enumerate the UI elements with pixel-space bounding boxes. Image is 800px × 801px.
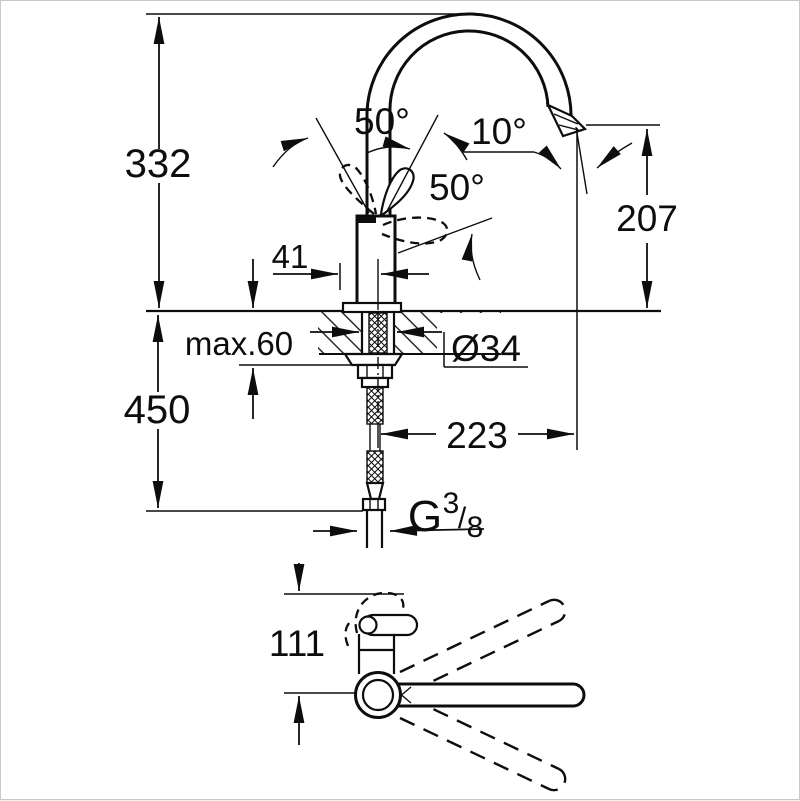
swivel-arrow-right (443, 132, 470, 161)
mounting-nut (356, 363, 394, 380)
hose-taper (365, 481, 385, 501)
dim-o34-label: Ø34 (451, 328, 521, 369)
dim-223-label: 223 (446, 415, 508, 456)
thread-numerator: 3 (443, 487, 460, 520)
spout-inner-arc (388, 29, 550, 216)
dim-lever-reach: 111 (269, 563, 404, 745)
hose-nut (361, 497, 387, 512)
label-clearing (437, 313, 531, 353)
dashed-spout-down-cap (548, 767, 567, 792)
angle-outlet: 10° (463, 111, 633, 195)
lever-arrow (461, 233, 481, 281)
lever-dashed-open (381, 216, 449, 245)
thread-denominator: 8 (467, 511, 484, 544)
dim-111-label: 111 (269, 623, 325, 664)
lever-dashed-left (338, 163, 378, 215)
angle-line-left (315, 117, 370, 214)
angle-50-right-label: 50° (429, 167, 485, 208)
outlet-arrow-right (596, 142, 633, 169)
angle-lever: 50° (397, 167, 493, 281)
lever-dashed-curl (344, 621, 351, 647)
dim-450-label: 450 (124, 388, 191, 432)
braided-hose-lower (366, 450, 384, 484)
dim-max60-label: max.60 (185, 325, 293, 362)
dim-hole-diameter: Ø34 (310, 326, 528, 369)
dim-deck-thickness: max.60 (185, 259, 351, 419)
dashed-spout-up-1 (399, 599, 550, 674)
horseshoe-washer (342, 352, 405, 367)
thread-letter: G (408, 492, 442, 541)
swivel-arrow-mid (366, 136, 411, 154)
lever-dashed-top-view (354, 591, 405, 634)
outlet-arrow-left (533, 145, 562, 170)
spout-top-view (378, 682, 586, 708)
lever-grip-curl (358, 615, 378, 635)
aerator-line-1 (553, 113, 579, 125)
spout-outlet (545, 102, 588, 138)
dashed-spout-down-2 (399, 716, 550, 791)
dashed-spout-down-1 (409, 696, 560, 771)
body-top-view (357, 634, 396, 674)
thread-annotation: G 3 / 8 (313, 487, 485, 544)
side-view: 332 450 max.60 41 Ø34 (124, 12, 678, 548)
nut-collar (360, 376, 390, 389)
dashed-spout-up-cap (548, 598, 567, 623)
braided-hose-upper (366, 386, 384, 425)
dim-41-label: 41 (272, 238, 309, 275)
dim-height-above: 332 (125, 13, 458, 308)
lever-angle-line (397, 217, 493, 254)
dim-spout-reach: 223 (381, 128, 578, 456)
dim-207-label: 207 (616, 198, 678, 239)
faucet-body (355, 214, 397, 306)
dashed-spout-up-2 (409, 619, 560, 694)
dim-332-label: 332 (125, 142, 192, 186)
base-flange (341, 301, 403, 314)
outlet-slant-line (575, 126, 588, 195)
dim-length-below: 450 (124, 315, 363, 512)
lever-pivot-pin (357, 215, 376, 223)
aerator-line-2 (558, 124, 583, 132)
swivel-inner-circle (361, 678, 395, 712)
lever-top-view (344, 591, 419, 647)
spout-swivel-dashed (399, 598, 567, 792)
dim-spout-clearance: 207 (586, 124, 678, 308)
angle-line-right (385, 114, 439, 214)
thread-slash: / (458, 502, 467, 535)
spout-outer-arc (365, 12, 573, 216)
angle-10-label: 10° (471, 111, 527, 152)
swivel-arrow-left (272, 137, 309, 168)
top-view: 111 (269, 563, 586, 792)
angle-50-left-label: 50° (354, 101, 410, 142)
angle-swivel: 50° (272, 101, 470, 214)
faucet-side (338, 12, 588, 548)
dim-body-offset: 41 (272, 238, 429, 290)
